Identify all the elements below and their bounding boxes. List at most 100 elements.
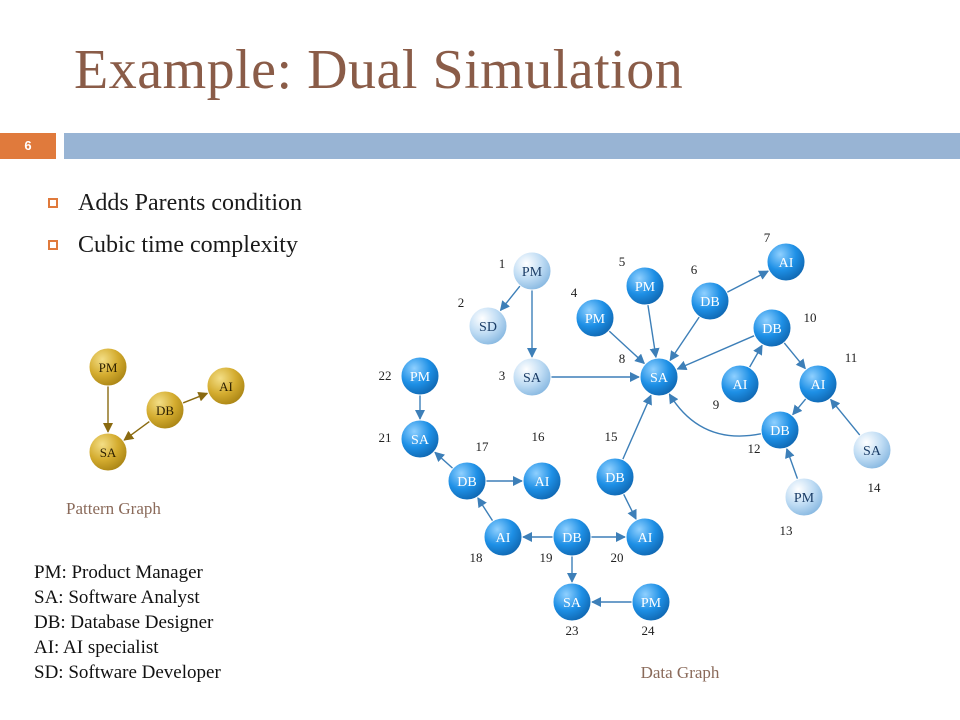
hollow-square-bullet-icon	[48, 240, 58, 250]
node-circle	[760, 410, 800, 450]
data-node-10: DB	[752, 308, 792, 348]
node-circle	[468, 306, 508, 346]
slide-number-badge: 6	[0, 133, 56, 159]
node-number-label: 4	[571, 285, 578, 300]
data-node-12: DB	[760, 410, 800, 450]
edges-layer	[103, 270, 861, 607]
node-label: AI	[811, 378, 826, 393]
data-edge	[434, 451, 454, 469]
data-node-2: SD	[468, 306, 508, 346]
node-circle	[784, 477, 824, 517]
node-number-label: 16	[532, 429, 546, 444]
node-label: SA	[863, 444, 882, 459]
node-number-label: 13	[780, 523, 793, 538]
data-node-5: PM	[625, 266, 665, 306]
data-edge	[647, 304, 660, 359]
node-label: AI	[733, 378, 748, 393]
header-band	[64, 133, 960, 159]
node-label: SA	[411, 433, 430, 448]
data-edge	[499, 285, 521, 312]
data-edge	[622, 493, 637, 521]
pattern-node-ai: AI	[206, 366, 246, 406]
data-node-16: AI	[522, 461, 562, 501]
node-label: AI	[219, 379, 233, 394]
node-label: PM	[641, 596, 662, 611]
data-edge	[668, 393, 762, 437]
node-number-label: 6	[691, 262, 698, 277]
node-number-label: 12	[748, 441, 761, 456]
node-number-label: 15	[605, 429, 618, 444]
node-label: AI	[779, 256, 794, 271]
node-label: PM	[794, 491, 815, 506]
node-number-label: 7	[764, 230, 771, 245]
data-edge	[792, 398, 807, 416]
data-node-11: AI	[798, 364, 838, 404]
node-circle	[512, 251, 552, 291]
data-edge	[785, 447, 799, 480]
data-edge	[748, 344, 763, 368]
node-label: PM	[585, 312, 606, 327]
slide-title: Example: Dual Simulation	[74, 39, 684, 101]
data-node-9: AI	[720, 364, 760, 404]
node-label: DB	[762, 322, 781, 337]
node-number-label: 22	[379, 368, 392, 383]
data-edge	[477, 496, 494, 522]
data-node-17: DB	[447, 461, 487, 501]
data-edge	[669, 316, 700, 362]
node-label: SA	[563, 596, 582, 611]
pattern-node-sa: SA	[88, 432, 128, 472]
legend-item: PM: Product Manager	[34, 562, 203, 583]
node-number-label: 18	[470, 550, 483, 565]
node-circle	[720, 364, 760, 404]
data-node-8: SA	[639, 357, 679, 397]
pattern-node-db: DB	[145, 390, 185, 430]
legend-item: SA: Software Analyst	[34, 587, 200, 608]
node-number-label: 2	[458, 295, 465, 310]
node-number-label: 11	[845, 350, 858, 365]
abbreviation-legend: PM: Product Manager SA: Software Analyst…	[34, 560, 221, 685]
bullet-text: Adds Parents condition	[78, 189, 302, 216]
node-label: SA	[650, 371, 669, 386]
node-label: DB	[457, 475, 476, 490]
data-node-15: DB	[595, 457, 635, 497]
data-node-19: DB	[552, 517, 592, 557]
node-circle	[852, 430, 892, 470]
node-circle	[752, 308, 792, 348]
data-edge	[726, 270, 770, 293]
node-label: AI	[496, 531, 511, 546]
node-circle	[690, 281, 730, 321]
node-label: PM	[410, 370, 431, 385]
node-number-label: 17	[476, 439, 490, 454]
node-number-label: 5	[619, 254, 626, 269]
node-label: DB	[562, 531, 581, 546]
data-node-13: PM	[784, 477, 824, 517]
node-number-label: 23	[566, 623, 579, 638]
node-circle	[206, 366, 246, 406]
node-number-label: 14	[868, 480, 882, 495]
data-node-22: PM	[400, 356, 440, 396]
data-node-3: SA	[512, 357, 552, 397]
node-number-label: 3	[499, 368, 506, 383]
data-node-1: PM	[512, 251, 552, 291]
node-number-label: 8	[619, 351, 626, 366]
node-number-label: 21	[379, 430, 392, 445]
legend-item: AI: AI specialist	[34, 637, 159, 658]
node-label: SA	[100, 445, 117, 460]
node-circle	[631, 582, 671, 622]
node-label: DB	[700, 295, 719, 310]
pattern-graph-caption: Pattern Graph	[66, 499, 161, 518]
node-circle	[522, 461, 562, 501]
node-circle	[447, 461, 487, 501]
node-circle	[798, 364, 838, 404]
labels-layer: Pattern Graph123456781091112141322211716…	[66, 230, 881, 682]
data-edge	[676, 334, 755, 371]
legend-item: DB: Database Designer	[34, 612, 214, 633]
data-node-24: PM	[631, 582, 671, 622]
node-circle	[512, 357, 552, 397]
data-edge	[783, 342, 806, 370]
node-label: DB	[156, 403, 174, 418]
data-node-14: SA	[852, 430, 892, 470]
node-number-label: 10	[804, 310, 817, 325]
